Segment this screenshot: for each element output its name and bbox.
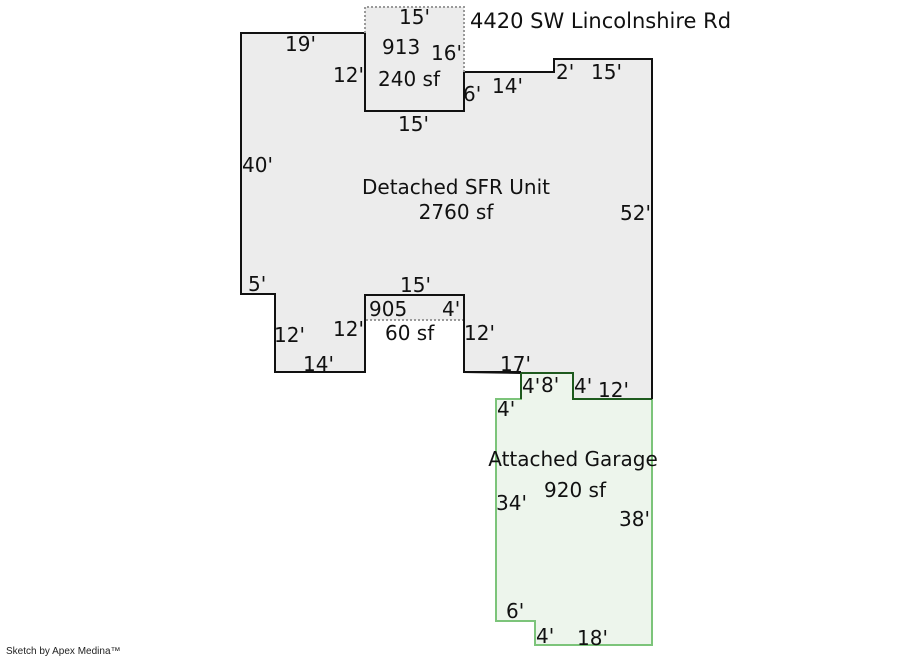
dim-garage-top-step2: 4' xyxy=(574,374,592,398)
dim-garage-bottom-step: 6' xyxy=(506,599,524,623)
addition-913-solid-edge xyxy=(364,33,465,112)
dim-notch-right-upper: 4' xyxy=(442,297,460,321)
addition-913-dotted-edge xyxy=(364,6,465,72)
dim-main-top-right: 15' xyxy=(591,60,622,84)
dim-main-left: 40' xyxy=(242,153,273,177)
dim-addition-left: 12' xyxy=(333,63,364,87)
dim-garage-top-step: 4' xyxy=(522,374,540,398)
dim-garage-top-right: 12' xyxy=(598,378,629,402)
address-label: 4420 SW Lincolnshire Rd xyxy=(470,9,731,33)
dim-main-right: 52' xyxy=(620,201,651,225)
shared-wall xyxy=(520,372,652,400)
dim-addition-bottom: 15' xyxy=(398,112,429,136)
dim-main-left-lower: 12' xyxy=(274,323,305,347)
garage-area-size: 920 sf xyxy=(544,478,607,502)
garage-area-name: Attached Garage xyxy=(488,447,658,471)
dim-addition-top: 15' xyxy=(399,5,430,29)
addition-913-size: 240 sf xyxy=(378,67,441,91)
dim-garage-left: 34' xyxy=(496,491,527,515)
dim-main-bottom-mid: 17' xyxy=(500,352,531,376)
dim-garage-top: 8' xyxy=(541,373,559,397)
main-area-name: Detached SFR Unit xyxy=(362,175,550,199)
sketch-credit: Sketch by Apex Medina™ xyxy=(6,646,121,657)
dim-main-bottom-left: 14' xyxy=(303,352,334,376)
addition-913-code: 913 xyxy=(382,35,420,59)
dim-main-top-step: 2' xyxy=(556,60,574,84)
dim-notch-top: 15' xyxy=(400,273,431,297)
addition-905-area[interactable] xyxy=(365,295,464,320)
dim-garage-bottom-step2: 4' xyxy=(536,624,554,648)
dim-garage-bottom: 18' xyxy=(577,626,608,650)
dim-addition-right: 16' xyxy=(431,41,462,65)
dim-main-top-step2: 6' xyxy=(463,82,481,106)
dim-notch-right: 12' xyxy=(464,321,495,345)
dim-garage-right: 38' xyxy=(619,507,650,531)
addition-913-area[interactable] xyxy=(365,7,464,111)
dim-main-top-mid: 14' xyxy=(492,74,523,98)
dim-garage-left-step: 4' xyxy=(497,397,515,421)
notch-outline xyxy=(364,294,465,372)
dim-main-top-left: 19' xyxy=(285,32,316,56)
addition-905-code: 905 xyxy=(369,297,407,321)
dim-main-left-step: 5' xyxy=(248,272,266,296)
main-area-size: 2760 sf xyxy=(419,200,495,224)
dim-notch-left: 12' xyxy=(333,317,364,341)
addition-905-size: 60 sf xyxy=(385,321,435,345)
